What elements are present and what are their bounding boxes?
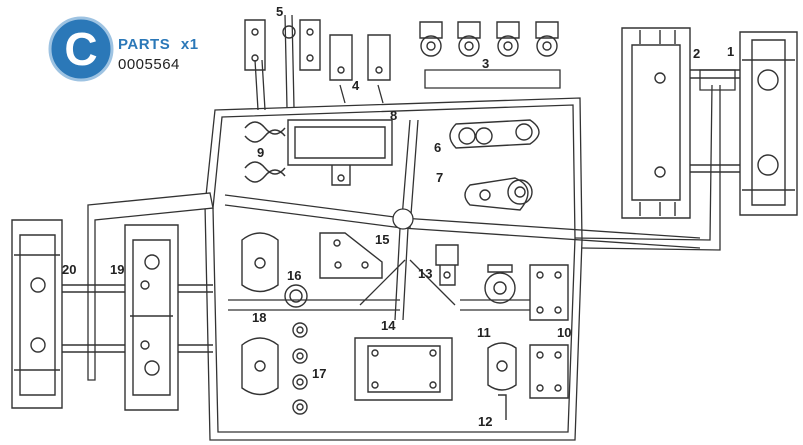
part-9 [244, 121, 286, 183]
part-number-7: 7 [436, 170, 444, 185]
part-1 [739, 31, 798, 216]
sheet-letter: C [64, 23, 97, 75]
part-number-14: 14 [381, 318, 396, 333]
part-number-10: 10 [557, 325, 572, 340]
part-number-11: 11 [477, 325, 491, 340]
part-number-1: 1 [727, 44, 735, 59]
part-8 [287, 119, 393, 186]
part-20 [11, 219, 63, 409]
part-4 [329, 34, 391, 81]
part-10 [529, 264, 569, 399]
parts-title: PARTS x1 [118, 36, 199, 53]
part-14 [354, 337, 453, 401]
part-number-9: 9 [257, 145, 265, 160]
part-3 [419, 21, 559, 57]
part-12 [487, 342, 517, 420]
part-number-6: 6 [434, 140, 442, 155]
part-number-17: 17 [312, 366, 327, 381]
part-number-13: 13 [418, 266, 433, 281]
part-number-20: 20 [62, 262, 77, 277]
part-number-19: 19 [110, 262, 125, 277]
connector-stubs [62, 69, 740, 353]
part-11 [484, 264, 516, 304]
part-15 [319, 232, 383, 279]
part-number-18: 18 [252, 310, 267, 325]
parts-quantity: x1 [180, 36, 199, 53]
part-number-5: 5 [276, 4, 284, 19]
sheet-letter-badge: C [48, 16, 114, 82]
part-17 [292, 322, 308, 415]
part-5 [244, 19, 321, 71]
part-number-8: 8 [390, 108, 398, 123]
part-number-3: 3 [482, 56, 490, 71]
part-number-12: 12 [478, 414, 493, 429]
part-number-2: 2 [693, 46, 701, 61]
part-number-4: 4 [352, 78, 360, 93]
part-16 [284, 284, 308, 308]
part-number-16: 16 [287, 268, 302, 283]
part-18 [241, 232, 279, 396]
part-13 [435, 244, 459, 286]
part-6 [449, 119, 540, 149]
part-number-15: 15 [375, 232, 390, 247]
part-19 [124, 224, 179, 411]
part-code: 0005564 [118, 56, 180, 73]
part-7 [464, 177, 533, 211]
parts-label: PARTS [118, 36, 171, 53]
part-2 [621, 27, 691, 219]
